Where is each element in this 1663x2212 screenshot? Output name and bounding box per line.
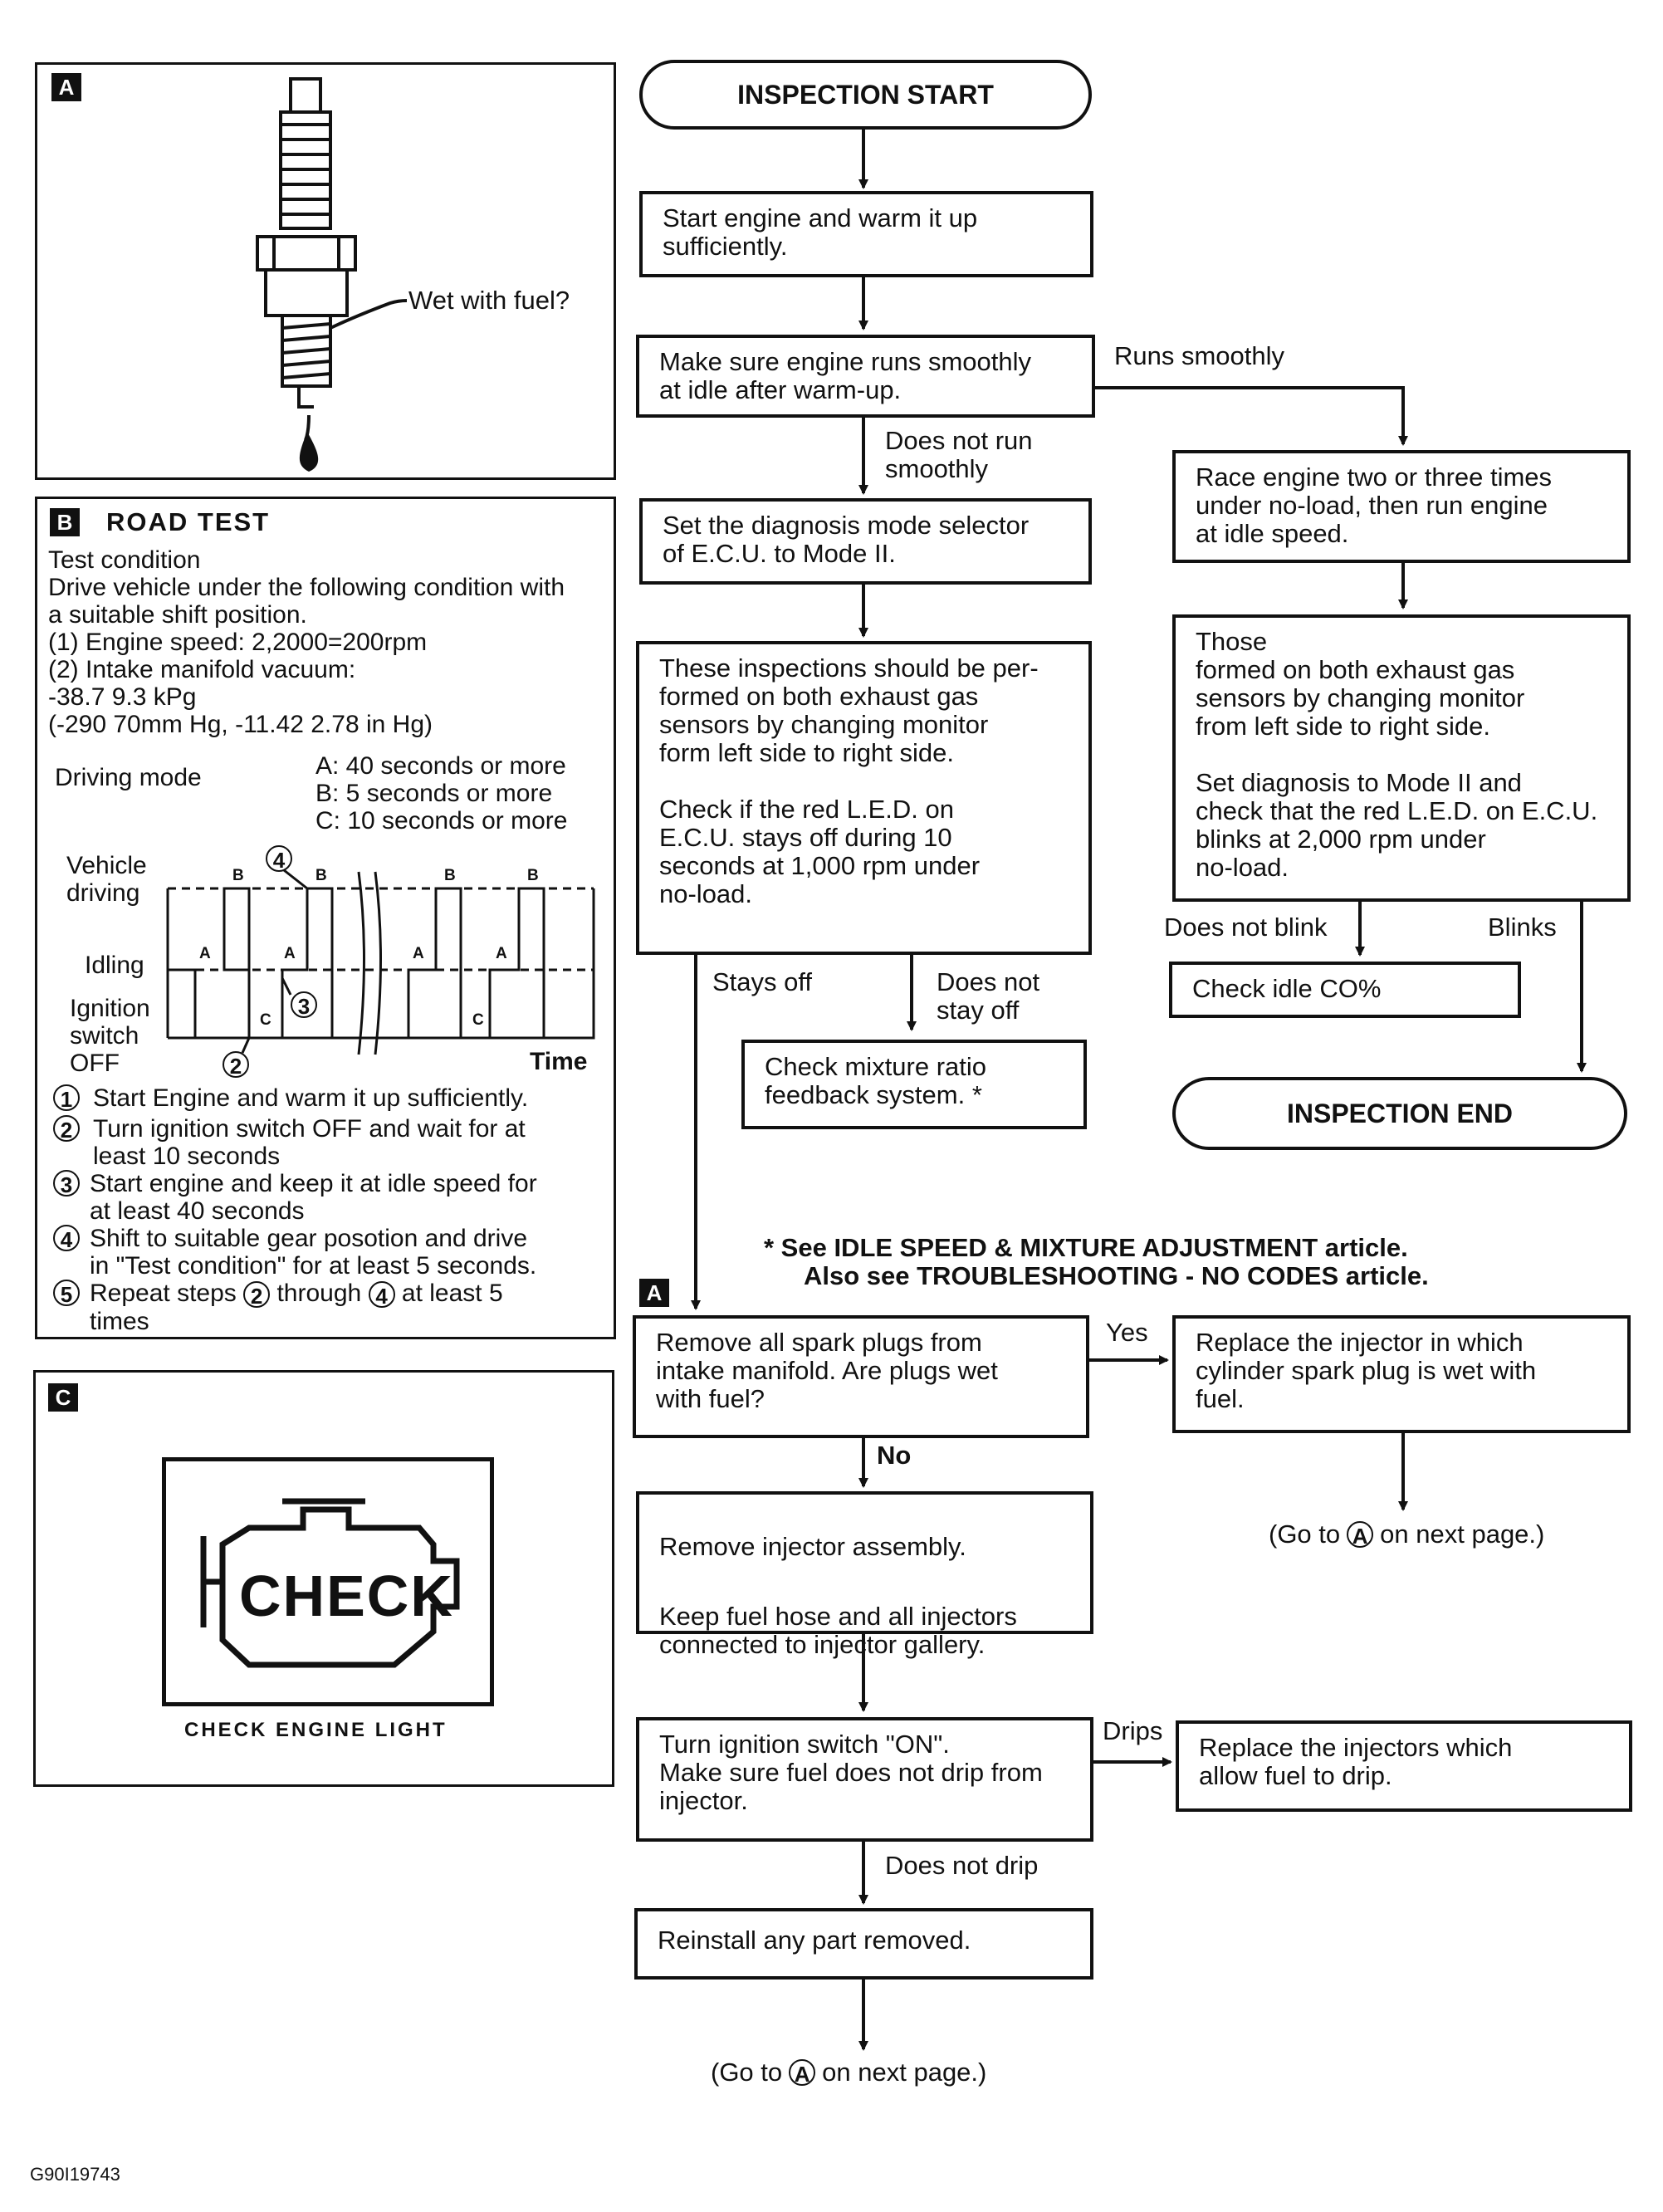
box-remove-spark-plugs: Remove all spark plugs from intake manif… (633, 1315, 1089, 1438)
step-item: 5 Repeat steps 2 through 4 at least 5 ti… (53, 1280, 609, 1335)
note-line-1: * See IDLE SPEED & MIXTURE ADJUSTMENT ar… (764, 1233, 1408, 1262)
label-not-stay-off: Does not stay off (937, 967, 1040, 1025)
step-marker-3: 3 (291, 991, 317, 1019)
box-check-led-stays-off: These inspections should be per- formed … (636, 641, 1092, 955)
flow-a-badge: A (639, 1279, 669, 1307)
step-number: 1 (53, 1084, 80, 1112)
step-text: Start Engine and warm it up sufficiently… (93, 1084, 529, 1112)
label-blinks: Blinks (1488, 913, 1557, 942)
note-line-2: Also see TROUBLESHOOTING - NO CODES arti… (804, 1261, 1429, 1290)
road-test-title: ROAD TEST (106, 507, 271, 536)
step5-mid: through (276, 1280, 362, 1307)
box-replace-dripping-injectors: Replace the injectors which allow fuel t… (1176, 1720, 1632, 1812)
segment-letter: B (444, 867, 456, 884)
box-race-engine: Race engine two or three times under no-… (1172, 450, 1631, 563)
box-replace-wet-injector: Replace the injector in which cylinder s… (1172, 1315, 1631, 1433)
check-engine-caption: CHECK ENGINE LIGHT (184, 1719, 448, 1741)
chart-label-idling: Idling (85, 952, 144, 979)
box-check-led-blinks: Those formed on both exhaust gas sensors… (1172, 614, 1631, 902)
goto-a-bottom: (Go to A on next page.) (711, 2058, 986, 2087)
step-item: 4 Shift to suitable gear posotion and dr… (53, 1225, 609, 1280)
segment-letter: A (496, 945, 507, 962)
check-engine-frame (162, 1457, 494, 1706)
step5-pre: Repeat steps (90, 1280, 237, 1307)
step-text: Repeat steps 2 through 4 at least 5 time… (90, 1280, 503, 1335)
panel-a-badge: A (51, 73, 81, 101)
goto-a-right: (Go to A on next page.) (1269, 1520, 1544, 1549)
step-item: 3 Start engine and keep it at idle speed… (53, 1170, 609, 1225)
inspection-end: INSPECTION END (1172, 1077, 1627, 1150)
label-runs-smoothly: Runs smoothly (1114, 341, 1285, 370)
label-does-not-drip: Does not drip (885, 1851, 1039, 1880)
goto-text-post: on next page.) (1380, 1520, 1545, 1549)
step5-post: at least 5 times (90, 1280, 503, 1336)
keep-hose-text: Keep fuel hose and all injectors connect… (659, 1602, 1017, 1659)
chart-label-vehicle-driving: Vehicle driving (66, 852, 147, 907)
box-check-mixture-ratio: Check mixture ratio feedback system. * (741, 1040, 1087, 1129)
driving-mode-label: Driving mode (55, 764, 202, 791)
box-remove-injector: Remove injector assembly. Keep fuel hose… (636, 1491, 1093, 1659)
box-runs-smoothly-check: Make sure engine runs smoothly at idle a… (636, 335, 1095, 418)
step-list: 1 Start Engine and warm it up sufficient… (53, 1084, 609, 1335)
goto-text-pre: (Go to (1269, 1520, 1341, 1549)
label-drips: Drips (1103, 1716, 1163, 1745)
step-number: 4 (53, 1225, 80, 1252)
segment-letter: B (315, 867, 327, 884)
step-ref: 2 (243, 1281, 271, 1309)
segment-letter: C (472, 1011, 484, 1029)
panel-b-badge: B (50, 508, 80, 536)
label-yes: Yes (1106, 1318, 1148, 1347)
driving-mode-values: A: 40 seconds or more B: 5 seconds or mo… (315, 752, 568, 834)
step-marker-4: 4 (266, 845, 292, 873)
check-engine-word: CHECK (239, 1564, 454, 1628)
segment-letter: C (260, 1011, 271, 1029)
step-number: 5 (53, 1280, 80, 1307)
goto-letter: A (789, 2059, 816, 2087)
step-text: Shift to suitable gear posotion and driv… (90, 1225, 537, 1280)
figure-id: G90I19743 (30, 2164, 120, 2185)
label-not-smooth: Does not run smoothly (885, 426, 1033, 483)
step-marker-2: 2 (223, 1051, 249, 1079)
test-condition-text: Test condition Drive vehicle under the f… (48, 546, 565, 738)
inspection-start: INSPECTION START (639, 60, 1092, 130)
segment-letter: A (199, 945, 211, 962)
wet-with-fuel-callout: Wet with fuel? (408, 286, 570, 315)
box-turn-ignition-on: Turn ignition switch "ON". Make sure fue… (636, 1717, 1093, 1842)
remove-injector-text: Remove injector assembly. (659, 1532, 966, 1561)
box-check-idle-co: Check idle CO% (1169, 962, 1521, 1018)
step-text: Start engine and keep it at idle speed f… (90, 1170, 537, 1225)
box-set-mode-ii: Set the diagnosis mode selector of E.C.U… (639, 498, 1092, 585)
step-item: 2 Turn ignition switch OFF and wait for … (53, 1115, 609, 1170)
segment-letter: A (413, 945, 424, 962)
segment-letter: B (527, 867, 539, 884)
goto-letter: A (1347, 1521, 1374, 1549)
box-reinstall-parts: Reinstall any part removed. (634, 1908, 1093, 1980)
segment-letter: A (284, 945, 296, 962)
label-stays-off: Stays off (712, 967, 813, 996)
step-text: Turn ignition switch OFF and wait for at… (93, 1115, 526, 1170)
step-ref: 4 (368, 1281, 395, 1309)
adjustment-note: * See IDLE SPEED & MIXTURE ADJUSTMENT ar… (764, 1234, 1429, 1290)
step-item: 1 Start Engine and warm it up sufficient… (53, 1084, 609, 1112)
label-does-not-blink: Does not blink (1164, 913, 1328, 942)
panel-a-spark-plug (35, 62, 616, 480)
box-warm-up: Start engine and warm it up sufficiently… (639, 191, 1093, 277)
chart-label-time: Time (530, 1048, 588, 1075)
segment-letter: B (232, 867, 244, 884)
step-number: 2 (53, 1115, 80, 1143)
goto-text-pre: (Go to (711, 2058, 783, 2087)
goto-text-post: on next page.) (822, 2058, 987, 2087)
step-number: 3 (53, 1170, 80, 1197)
panel-c-badge: C (48, 1383, 78, 1412)
label-no: No (877, 1441, 912, 1470)
chart-label-ignition-off: Ignition switch OFF (70, 995, 150, 1077)
